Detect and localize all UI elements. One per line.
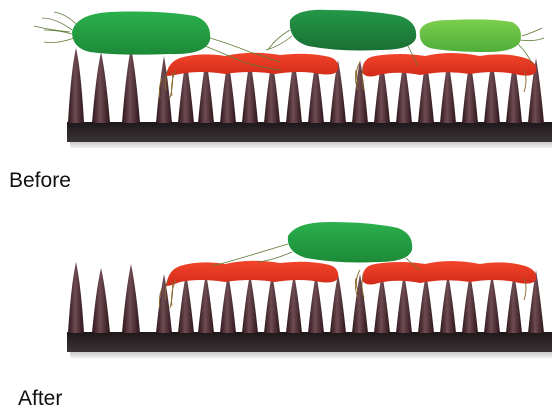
after-panel	[67, 222, 552, 358]
after-label: After	[18, 388, 62, 409]
surface-base	[67, 332, 552, 352]
before-panel	[34, 10, 552, 148]
before-label: Before	[9, 170, 71, 191]
surface-base	[67, 122, 552, 142]
